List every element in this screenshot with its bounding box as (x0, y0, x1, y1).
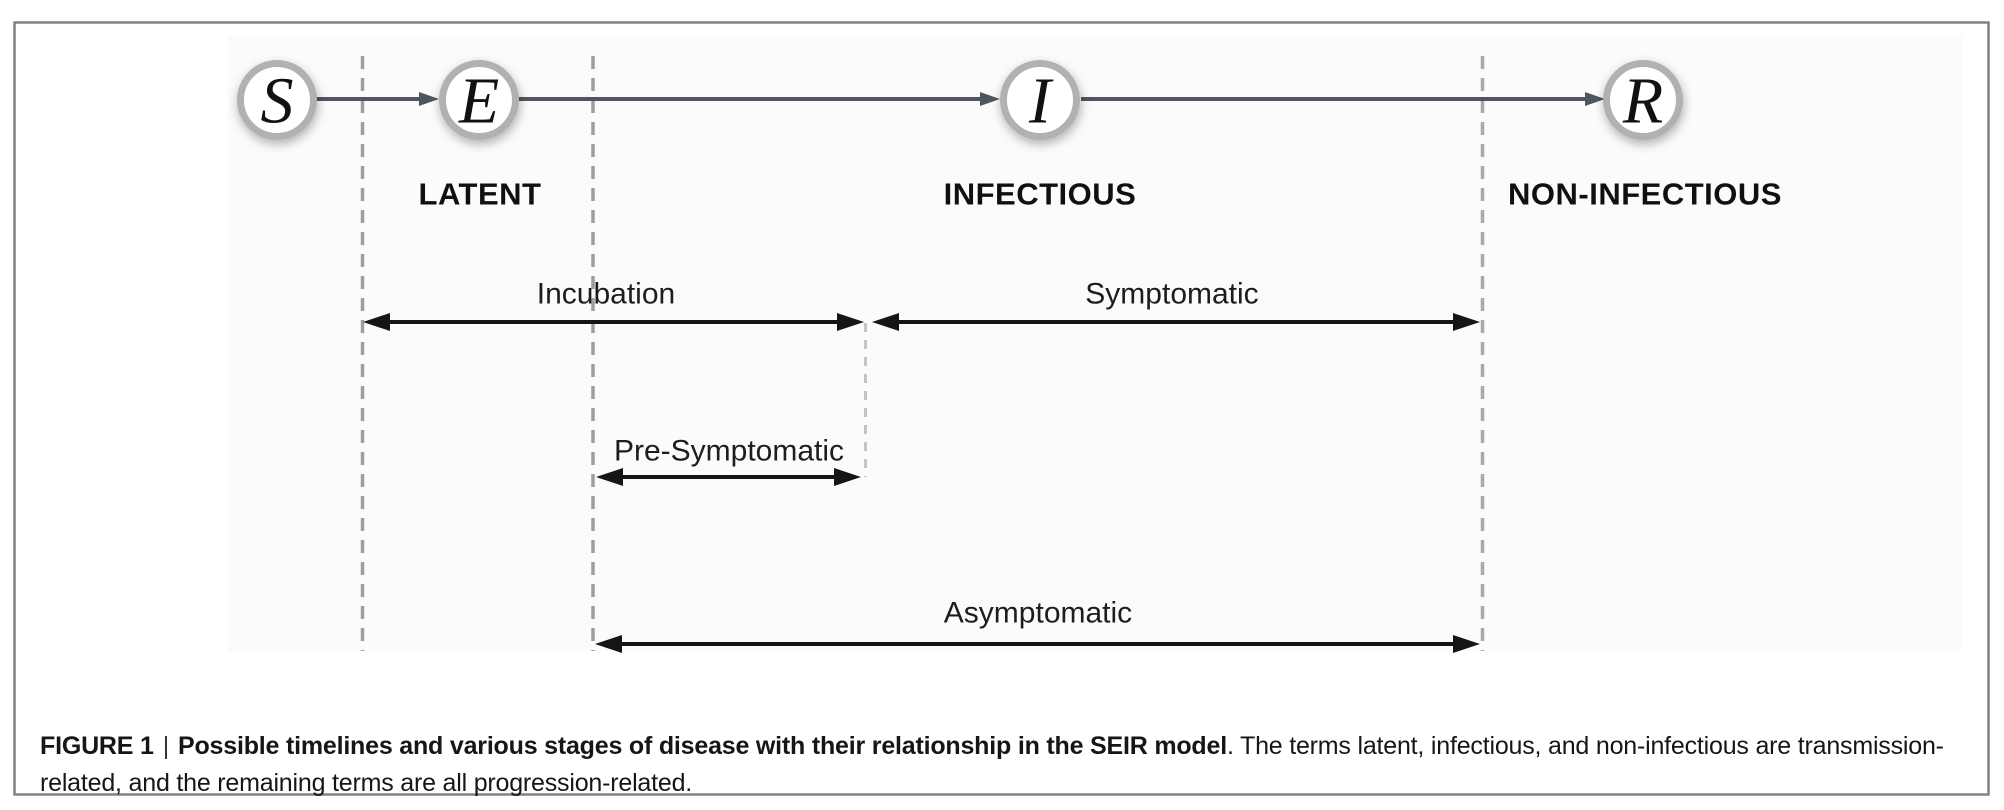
timeline-label-asymptomatic: Asymptomatic (944, 597, 1132, 630)
node-circle-e (439, 60, 519, 140)
figure-caption-title: Possible timelines and various stages of… (178, 732, 1227, 760)
pre-symptomatic-right-arrowhead-icon (834, 468, 861, 486)
stage-label-latent: LATENT (419, 177, 542, 212)
symptomatic-right-arrowhead-icon (1453, 313, 1480, 331)
stage-label-infectious: INFECTIOUS (944, 177, 1137, 212)
pre-symptomatic-arrow: Pre-Symptomatic (596, 435, 861, 486)
asymptomatic-arrow: Asymptomatic (595, 597, 1480, 653)
arrowhead-into-e-icon (419, 92, 439, 106)
figure-caption-body: . The terms latent, infectious, and non-… (40, 732, 1944, 797)
node-label-s: S (261, 65, 294, 138)
node-label-e: E (458, 65, 499, 138)
timeline-label-incubation: Incubation (537, 278, 675, 311)
stage-label-non-infectious: NON-INFECTIOUS (1508, 177, 1782, 212)
node-r: R (1603, 60, 1683, 140)
arrowhead-into-r-icon (1585, 92, 1605, 106)
timeline-label-symptomatic: Symptomatic (1085, 278, 1258, 311)
node-circle-r (1603, 60, 1683, 140)
node-circle-i (1000, 60, 1080, 140)
incubation-right-arrowhead-icon (837, 313, 864, 331)
node-label-i: I (1028, 65, 1054, 138)
node-label-r: R (1622, 65, 1663, 138)
timeline-label-pre-symptomatic: Pre-Symptomatic (614, 435, 844, 468)
node-i: I (1000, 60, 1080, 140)
connector-arrows (316, 92, 1605, 106)
incubation-left-arrowhead-icon (363, 313, 390, 331)
figure-caption: FIGURE 1 | Possible timelines and various … (40, 728, 1974, 802)
figure-caption-number: FIGURE 1 (40, 732, 154, 760)
incubation-arrow: Incubation (363, 278, 864, 331)
symptomatic-left-arrowhead-icon (872, 313, 899, 331)
node-s: S (237, 60, 317, 140)
node-e: E (439, 60, 519, 140)
arrowhead-into-i-icon (980, 92, 1000, 106)
diagram-panel (228, 35, 1962, 651)
figure-caption-separator: | (162, 732, 170, 760)
pre-symptomatic-left-arrowhead-icon (596, 468, 623, 486)
asymptomatic-left-arrowhead-icon (595, 635, 622, 653)
symptomatic-arrow: Symptomatic (872, 278, 1480, 331)
asymptomatic-right-arrowhead-icon (1453, 635, 1480, 653)
node-circle-s (237, 60, 317, 140)
